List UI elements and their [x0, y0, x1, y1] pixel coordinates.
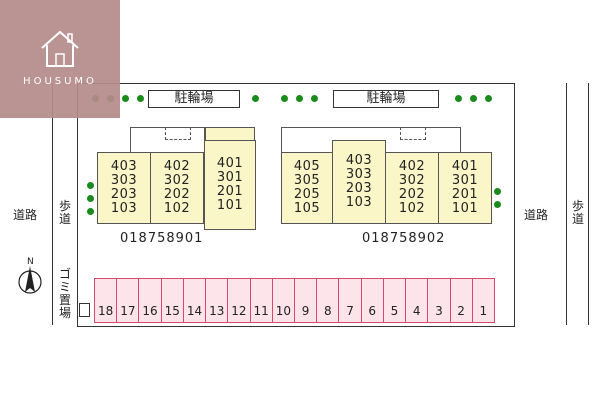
north-label: N [27, 257, 34, 267]
parking-slot: 9 [293, 278, 318, 323]
unit-number: 303 [110, 173, 138, 188]
unit-number: 403 [345, 153, 373, 168]
building-1-stairwell [165, 127, 191, 140]
parking-slot: 7 [338, 278, 362, 323]
trees-right [494, 188, 501, 208]
parking-slot: 15 [160, 278, 184, 323]
tree-icon [87, 208, 94, 215]
left-sidewalk-line [52, 83, 53, 325]
tree-icon [494, 201, 501, 208]
trees-top-middle [252, 95, 259, 102]
unit-number: 103 [345, 195, 373, 210]
unit-number: 403 [110, 159, 138, 174]
house-icon [41, 30, 79, 67]
bicycle-parking-right: 駐輪場 [333, 90, 439, 108]
road-right-label: 道路 [524, 208, 549, 222]
unit-number: 101 [451, 201, 479, 216]
sidewalk-left-label: 歩道 [58, 199, 71, 226]
tree-icon [311, 95, 318, 102]
building-2-column-3: 402 302 202 102 [385, 152, 439, 224]
unit-number: 405 [293, 159, 321, 174]
unit-number: 201 [451, 187, 479, 202]
tree-icon [485, 95, 492, 102]
tree-icon [87, 195, 94, 202]
unit-number: 202 [398, 187, 426, 202]
parking-slot: 12 [227, 278, 251, 323]
bicycle-parking-left: 駐輪場 [148, 90, 240, 108]
garbage-area-label: ゴミ置場 [58, 267, 71, 320]
building-1-column-3: 401 301 201 101 [204, 140, 256, 230]
unit-number: 203 [110, 187, 138, 202]
unit-number: 402 [398, 159, 426, 174]
parking-slot: 5 [382, 278, 407, 323]
logo-text: HOUSUMO [23, 76, 97, 87]
parking-slot: 1 [471, 278, 495, 323]
unit-number: 201 [216, 184, 244, 199]
unit-number: 102 [163, 201, 191, 216]
unit-number: 302 [163, 173, 191, 188]
unit-number: 303 [345, 167, 373, 182]
right-sidewalk-line-1 [566, 83, 567, 325]
tree-icon [470, 95, 477, 102]
north-arrow-icon [18, 266, 42, 294]
tree-icon [296, 95, 303, 102]
housumo-logo: HOUSUMO [0, 0, 120, 118]
unit-number: 301 [451, 173, 479, 188]
tree-icon [87, 182, 94, 189]
parking-slot: 11 [249, 278, 273, 323]
trees-left [87, 182, 94, 215]
unit-number: 202 [163, 187, 191, 202]
parking-slot: 10 [271, 278, 295, 323]
unit-number: 105 [293, 201, 321, 216]
trees-top-center [281, 95, 318, 102]
unit-number: 401 [451, 159, 479, 174]
unit-number: 102 [398, 201, 426, 216]
unit-number: 401 [216, 156, 244, 171]
building-2-column-1: 405 305 205 105 [281, 152, 333, 224]
right-sidewalk-line-2 [588, 83, 589, 325]
tree-icon [252, 95, 259, 102]
unit-number: 205 [293, 187, 321, 202]
parking-slot: 14 [182, 278, 207, 323]
building-1-id: 018758901 [120, 231, 204, 246]
unit-number: 301 [216, 170, 244, 185]
unit-number: 302 [398, 173, 426, 188]
parking-slot: 4 [405, 278, 429, 323]
tree-icon [137, 95, 144, 102]
sidewalk-right-label: 歩道 [571, 199, 584, 226]
parking-slot: 6 [360, 278, 384, 323]
unit-number: 103 [110, 201, 138, 216]
parking-slot: 16 [138, 278, 162, 323]
garbage-box [79, 303, 90, 317]
parking-slot: 3 [427, 278, 451, 323]
building-1-column-1: 403 303 203 103 [97, 152, 151, 224]
unit-number: 203 [345, 181, 373, 196]
unit-number: 402 [163, 159, 191, 174]
tree-icon [455, 95, 462, 102]
tree-icon [494, 188, 501, 195]
building-2-id: 018758902 [362, 231, 446, 246]
parking-slot: 13 [205, 278, 229, 323]
tree-icon [281, 95, 288, 102]
unit-number: 305 [293, 173, 321, 188]
trees-top-right [455, 95, 492, 102]
parking-slot: 18 [94, 278, 118, 323]
building-2-column-2: 403 303 203 103 [332, 140, 386, 224]
parking-slot: 2 [449, 278, 473, 323]
north-compass: N [16, 257, 44, 296]
building-2-column-4: 401 301 201 101 [438, 152, 492, 224]
parking-slot: 8 [316, 278, 340, 323]
unit-number: 101 [216, 198, 244, 213]
road-left-label: 道路 [13, 208, 38, 222]
tree-icon [122, 95, 129, 102]
building-2-stairwell [400, 127, 426, 140]
building-1-column-2: 402 302 202 102 [150, 152, 204, 224]
parking-slot: 17 [116, 278, 140, 323]
